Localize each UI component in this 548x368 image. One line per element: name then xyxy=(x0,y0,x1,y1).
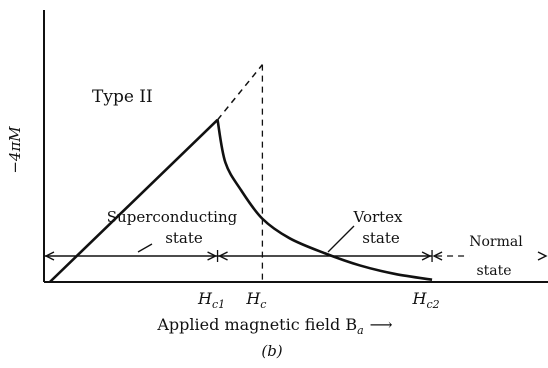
normal-label: Normal xyxy=(469,234,523,250)
x-axis-label-sub: a xyxy=(357,324,364,337)
critical-field-subscript: c1 xyxy=(212,298,225,311)
normal-state-label: state xyxy=(476,263,511,279)
arrowhead-superconducting-right xyxy=(207,251,218,261)
vortex-label: Vortex xyxy=(352,208,403,226)
arrowhead-normal-right xyxy=(537,251,548,261)
vortex-curve xyxy=(216,119,433,281)
x-axis-label-text: Applied magnetic field B xyxy=(156,315,357,334)
critical-field-subscript: c xyxy=(260,298,266,311)
type-annotation: Type II xyxy=(92,87,153,107)
y-axis-label: −4πM xyxy=(6,126,24,174)
arrowhead-normal-left xyxy=(432,251,443,261)
arrowhead-vortex-right xyxy=(421,251,432,261)
panel-label: (b) xyxy=(261,342,282,360)
meissner-line xyxy=(48,118,219,283)
extrapolated-dashed-line xyxy=(216,64,263,121)
superconducting-label: Superconducting xyxy=(107,208,238,226)
critical-field-label-c: Hc xyxy=(245,289,266,311)
x-axis-label-arrow: ⟶ xyxy=(370,315,393,334)
arrowhead-superconducting-left xyxy=(44,251,55,261)
critical-field-subscript: c2 xyxy=(426,298,439,311)
critical-field-label-c1: Hc1 xyxy=(197,289,225,311)
arrowhead-vortex-left xyxy=(217,251,228,261)
arrowheads xyxy=(44,250,548,262)
vortex-state-label: state xyxy=(362,229,400,247)
critical-field-symbol: H xyxy=(411,289,427,308)
superconducting-pointer xyxy=(137,243,153,253)
x-axis-label: Applied magnetic field Ba ⟶ xyxy=(156,315,392,337)
critical-field-symbol: H xyxy=(245,289,261,308)
critical-field-symbol: H xyxy=(197,289,213,308)
critical-field-label-c2: Hc2 xyxy=(411,289,439,311)
superconducting-state-label: state xyxy=(165,229,203,247)
vortex-pointer xyxy=(327,225,355,253)
